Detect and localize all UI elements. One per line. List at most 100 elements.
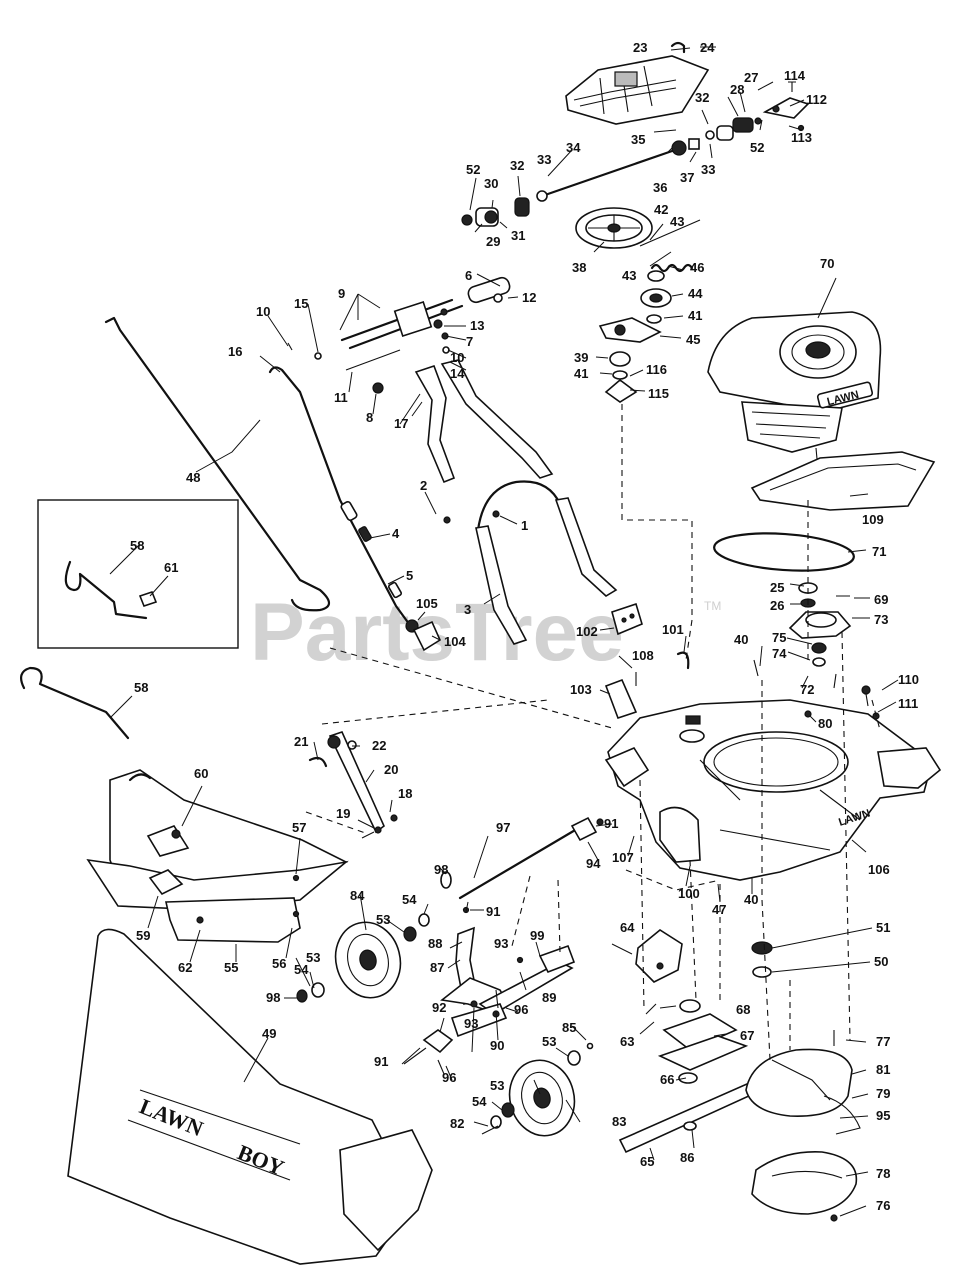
part-label-102: 102 — [576, 624, 598, 639]
grass-bag[interactable]: LAWN BOY — [67, 928, 433, 1265]
part-label-89: 89 — [542, 990, 556, 1005]
part-label-21: 21 — [294, 734, 308, 749]
throttle-knob[interactable] — [670, 41, 686, 54]
part-label-56: 56 — [272, 956, 286, 971]
spring-and-bushings[interactable] — [598, 219, 701, 403]
rear-chute-door[interactable] — [86, 769, 349, 943]
part-label-3: 3 — [464, 602, 471, 617]
part-label-54b: 54 — [294, 962, 309, 977]
part-label-53b: 53 — [306, 950, 320, 965]
part-label-32a: 32 — [510, 158, 524, 173]
part-label-114: 114 — [784, 68, 806, 83]
part-label-57: 57 — [292, 820, 306, 835]
throttle-fittings-left[interactable] — [461, 190, 548, 227]
throttle-rod[interactable] — [543, 138, 700, 197]
part-label-104: 104 — [444, 634, 466, 649]
assembly-lines — [305, 404, 881, 1061]
part-label-82: 82 — [450, 1116, 464, 1131]
part-label-24: 24 — [700, 40, 715, 55]
part-label-101: 101 — [662, 622, 684, 637]
part-label-48: 48 — [186, 470, 200, 485]
part-label-35: 35 — [631, 132, 645, 147]
part-label-63: 63 — [620, 1034, 634, 1049]
handle-bracket[interactable] — [604, 602, 690, 720]
part-label-73: 73 — [874, 612, 888, 627]
part-label-51: 51 — [876, 920, 890, 935]
part-number-labels: 23 24 27 114 28 32 112 113 52 35 34 36 3… — [130, 40, 919, 1213]
part-label-59: 59 — [136, 928, 150, 943]
part-label-41b: 41 — [688, 308, 702, 323]
part-label-47: 47 — [712, 902, 726, 917]
part-label-71: 71 — [872, 544, 886, 559]
part-label-93a: 93 — [494, 936, 508, 951]
part-label-94: 94 — [586, 856, 601, 871]
height-adjust-wheel[interactable] — [575, 207, 653, 249]
part-label-40a: 40 — [734, 632, 748, 647]
part-label-43a: 43 — [670, 214, 684, 229]
part-label-65: 65 — [640, 1154, 654, 1169]
part-label-116: 116 — [646, 362, 667, 377]
part-label-18: 18 — [398, 786, 412, 801]
rear-spring-rod[interactable] — [19, 666, 130, 740]
mower-deck[interactable]: LAWN — [604, 699, 942, 881]
part-label-115: 115 — [648, 386, 669, 401]
blade-housing[interactable] — [745, 1030, 861, 1135]
part-label-79: 79 — [876, 1086, 890, 1101]
throttle-link-rod[interactable] — [268, 366, 442, 652]
drive-belt[interactable] — [713, 529, 855, 575]
part-label-61: 61 — [164, 560, 178, 575]
part-label-49: 49 — [262, 1026, 276, 1041]
part-label-38: 38 — [572, 260, 586, 275]
engine[interactable]: LAWN — [707, 311, 882, 471]
throttle-control-cover[interactable] — [565, 55, 710, 125]
blade-adapter-stack[interactable] — [618, 929, 773, 1154]
part-label-111: 111 — [898, 696, 918, 711]
leader-lines — [109, 46, 899, 1217]
part-label-62: 62 — [178, 960, 192, 975]
rear-wheel[interactable] — [481, 1042, 594, 1143]
blade-baffle[interactable] — [751, 1151, 858, 1222]
part-label-16: 16 — [228, 344, 242, 359]
part-label-54a: 54 — [402, 892, 417, 907]
part-label-34: 34 — [566, 140, 581, 155]
part-label-36: 36 — [653, 180, 667, 195]
part-label-41a: 41 — [574, 366, 588, 381]
rear-height-link[interactable] — [308, 731, 398, 834]
watermark-tm: TM — [704, 599, 721, 613]
upper-handle[interactable] — [414, 359, 554, 484]
part-label-64: 64 — [620, 920, 635, 935]
part-label-19: 19 — [336, 806, 350, 821]
height-adjust-bracket[interactable] — [403, 926, 576, 1075]
gear-case-pulley[interactable] — [753, 582, 852, 721]
part-label-74: 74 — [772, 646, 787, 661]
part-label-77: 77 — [876, 1034, 890, 1049]
part-label-50: 50 — [874, 954, 888, 969]
part-label-46: 46 — [690, 260, 704, 275]
part-label-91c: 91 — [374, 1054, 388, 1069]
part-label-15: 15 — [294, 296, 308, 311]
part-label-95: 95 — [876, 1108, 890, 1123]
lower-handle[interactable] — [443, 480, 618, 645]
rear-axle[interactable] — [440, 816, 604, 914]
part-label-105: 105 — [416, 596, 438, 611]
handle-control-bar[interactable] — [287, 276, 511, 394]
drive-control-rod[interactable] — [104, 316, 331, 612]
part-label-92: 92 — [432, 1000, 446, 1015]
part-label-91a: 91 — [604, 816, 618, 831]
part-label-32b: 32 — [695, 90, 709, 105]
part-label-5: 5 — [406, 568, 413, 583]
part-label-2: 2 — [420, 478, 427, 493]
part-label-75: 75 — [772, 630, 786, 645]
front-wheel[interactable] — [296, 913, 430, 1005]
part-label-53c: 53 — [542, 1034, 556, 1049]
engine-baffle[interactable] — [750, 451, 936, 511]
part-label-78: 78 — [876, 1166, 890, 1181]
part-label-80: 80 — [818, 716, 832, 731]
part-label-43b: 43 — [622, 268, 636, 283]
part-label-69: 69 — [874, 592, 888, 607]
part-label-53-label: 53 — [490, 1078, 504, 1093]
part-label-23: 23 — [633, 40, 647, 55]
part-label-8: 8 — [366, 410, 373, 425]
part-label-98a: 98 — [434, 862, 448, 877]
